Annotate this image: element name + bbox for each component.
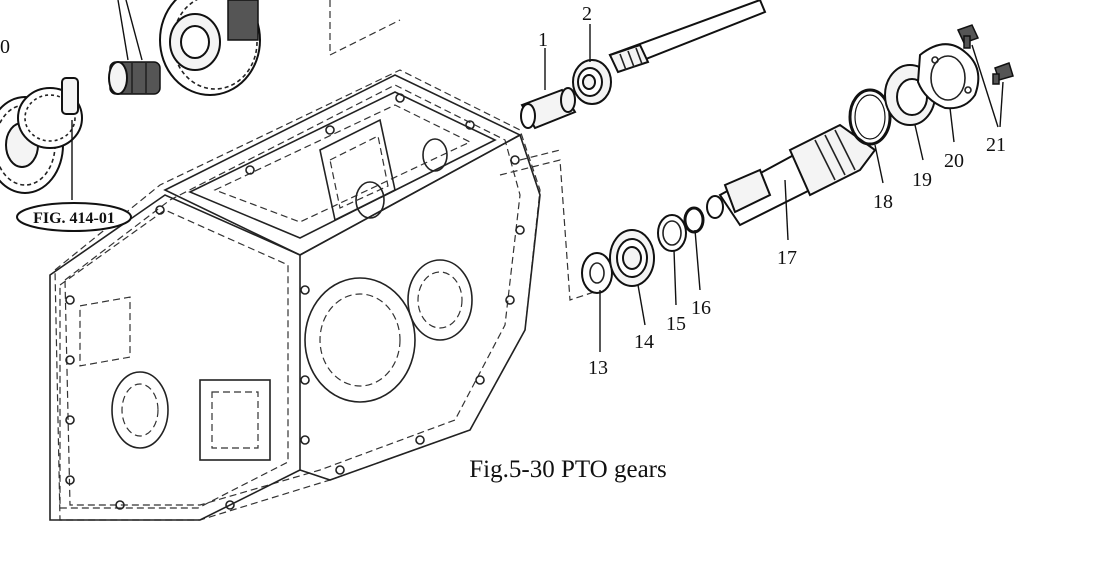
callout-labels: 1 2 13 14 15 16 17 18 19 20 21 [538,3,1006,379]
leader-lines [544,24,1004,352]
callout-17: 17 [777,247,797,269]
callout-1: 1 [538,29,548,51]
figure-caption: Fig.5-30 PTO gears [469,456,667,483]
left-edge-gear [0,77,83,194]
callout-20: 20 [944,150,964,172]
large-top-gear [159,0,261,96]
transmission-housing [49,0,601,521]
pto-input-shaft [608,0,767,74]
part-1-sleeve [520,87,577,130]
splined-collar [108,61,161,95]
figure-reference-label: FIG. 414-01 [33,210,115,227]
callout-partial: 0 [0,36,10,58]
callout-15: 15 [666,313,686,335]
part-21-bolts [956,24,1014,85]
upper-gear-cluster [0,0,261,200]
part-17-output-shaft [706,123,877,227]
callout-18: 18 [873,191,893,213]
callout-16: 16 [691,297,711,319]
part-13-washer [581,252,613,294]
housing-bolt-holes [65,93,525,510]
callout-2: 2 [582,3,592,25]
part-14-bearing [609,229,655,287]
part-16-snap-ring [683,206,705,234]
figure-reference-tag: FIG. 414-01 [16,202,132,232]
part-18-snap-ring [848,88,892,146]
part-15-spacer [657,214,687,252]
callout-13: 13 [588,357,608,379]
callout-21: 21 [986,134,1006,156]
part-2-bearing [572,59,612,105]
part-20-cover-plate [916,43,980,110]
callout-14: 14 [634,331,654,353]
callout-19: 19 [912,169,932,191]
